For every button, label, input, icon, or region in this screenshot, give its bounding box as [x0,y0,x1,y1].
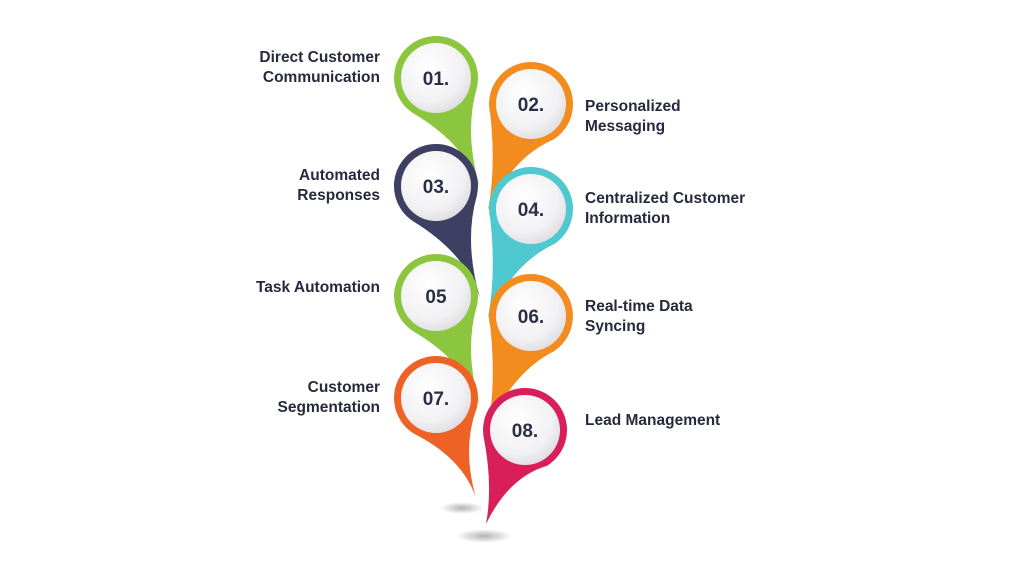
pin-disc [401,261,471,331]
pin-step-6: 06. [488,274,573,428]
step-label-3: Automated Responses [297,167,380,204]
step-number: 03. [423,177,449,198]
step-number: 04. [518,200,544,221]
pin-disc [401,363,471,433]
pin-step-2: 02. [488,62,574,211]
pin-disc [496,281,566,351]
step-label-2: Personalized Messaging [585,98,681,135]
pin-step-1: 01. [394,36,480,189]
step-label-4: Centralized Customer Information [585,190,746,227]
left-stem-shadow [440,502,484,514]
pin-disc [496,174,566,244]
step-number: 01. [423,69,449,90]
step-label-5: Task Automation [255,279,380,296]
pin-disc [496,69,566,139]
step-number: 02. [518,95,544,116]
pin-disc [401,151,471,221]
step-number: 06. [518,307,544,328]
pin-disc [490,395,560,465]
step-number: 08. [512,421,538,442]
step-label-1: Direct Customer Communication [259,49,380,86]
step-label-8: Lead Management [585,412,721,429]
step-number: 07. [423,389,449,410]
pin-step-7: 07. [394,356,479,498]
step-label-6: Real-time Data Syncing [585,298,693,335]
pin-disc [401,43,471,113]
step-number: 05 [425,287,447,308]
pin-step-8: 08. [483,388,568,524]
step-label-7: Customer Segmentation [277,379,380,416]
right-stem-shadow [456,529,512,543]
pin-step-3: 03. [393,143,480,298]
